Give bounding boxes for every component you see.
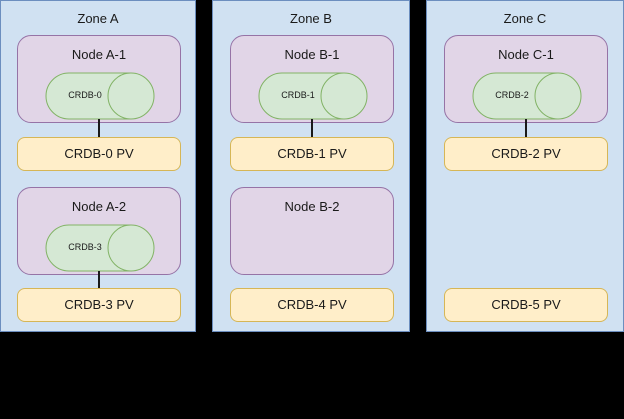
pod-crdb-2-label: CRDB-2 [495,90,529,100]
node-a-1: Node A-1 CRDB-0 [17,35,181,123]
zone-c: Zone C Node C-1 CRDB-2 CRDB-2 PV CRDB-5 … [426,0,624,332]
node-a-1-title: Node A-1 [71,47,127,62]
pv-crdb-0-label: CRDB-0 PV [64,146,134,161]
zone-a: Zone A Node A-1 CRDB-0 CRDB-0 PV Node A-… [0,0,196,332]
pv-crdb-3: CRDB-3 PV [17,288,181,322]
pv-crdb-5: CRDB-5 PV [444,288,608,322]
pv-crdb-4: CRDB-4 PV [230,288,394,322]
node-a-2: Node A-2 CRDB-3 [17,187,181,275]
node-b-2-title: Node B-2 [284,199,340,214]
cylinder-shape [258,72,368,120]
node-c-1-title: Node C-1 [498,47,554,62]
pod-crdb-1-label: CRDB-1 [281,90,315,100]
pod-crdb-0: CRDB-0 [45,72,155,120]
zone-b: Zone B Node B-1 CRDB-1 CRDB-1 PV Node B-… [212,0,410,332]
zone-a-title: Zone A [77,11,119,26]
zone-b-title: Zone B [290,11,332,26]
node-b-2: Node B-2 [230,187,394,275]
node-a-2-title: Node A-2 [71,199,127,214]
pod-crdb-3: CRDB-3 [45,224,155,272]
pv-crdb-3-label: CRDB-3 PV [64,297,134,312]
cylinder-shape [45,224,155,272]
pv-crdb-1-label: CRDB-1 PV [277,146,347,161]
node-b-1-title: Node B-1 [284,47,340,62]
zone-c-title: Zone C [503,11,547,26]
connector-b-1 [311,119,313,138]
node-b-1: Node B-1 CRDB-1 [230,35,394,123]
pod-crdb-2: CRDB-2 [472,72,582,120]
connector-c-1 [525,119,527,138]
pv-crdb-4-label: CRDB-4 PV [277,297,347,312]
pod-crdb-0-label: CRDB-0 [68,90,102,100]
connector-a-1 [98,119,100,138]
pv-crdb-1: CRDB-1 PV [230,137,394,171]
pv-crdb-0: CRDB-0 PV [17,137,181,171]
connector-a-2 [98,271,100,289]
pv-crdb-2-label: CRDB-2 PV [491,146,561,161]
pv-crdb-2: CRDB-2 PV [444,137,608,171]
cylinder-shape [45,72,155,120]
cylinder-shape [472,72,582,120]
node-c-1: Node C-1 CRDB-2 [444,35,608,123]
pod-crdb-3-label: CRDB-3 [68,242,102,252]
pv-crdb-5-label: CRDB-5 PV [491,297,561,312]
pod-crdb-1: CRDB-1 [258,72,368,120]
